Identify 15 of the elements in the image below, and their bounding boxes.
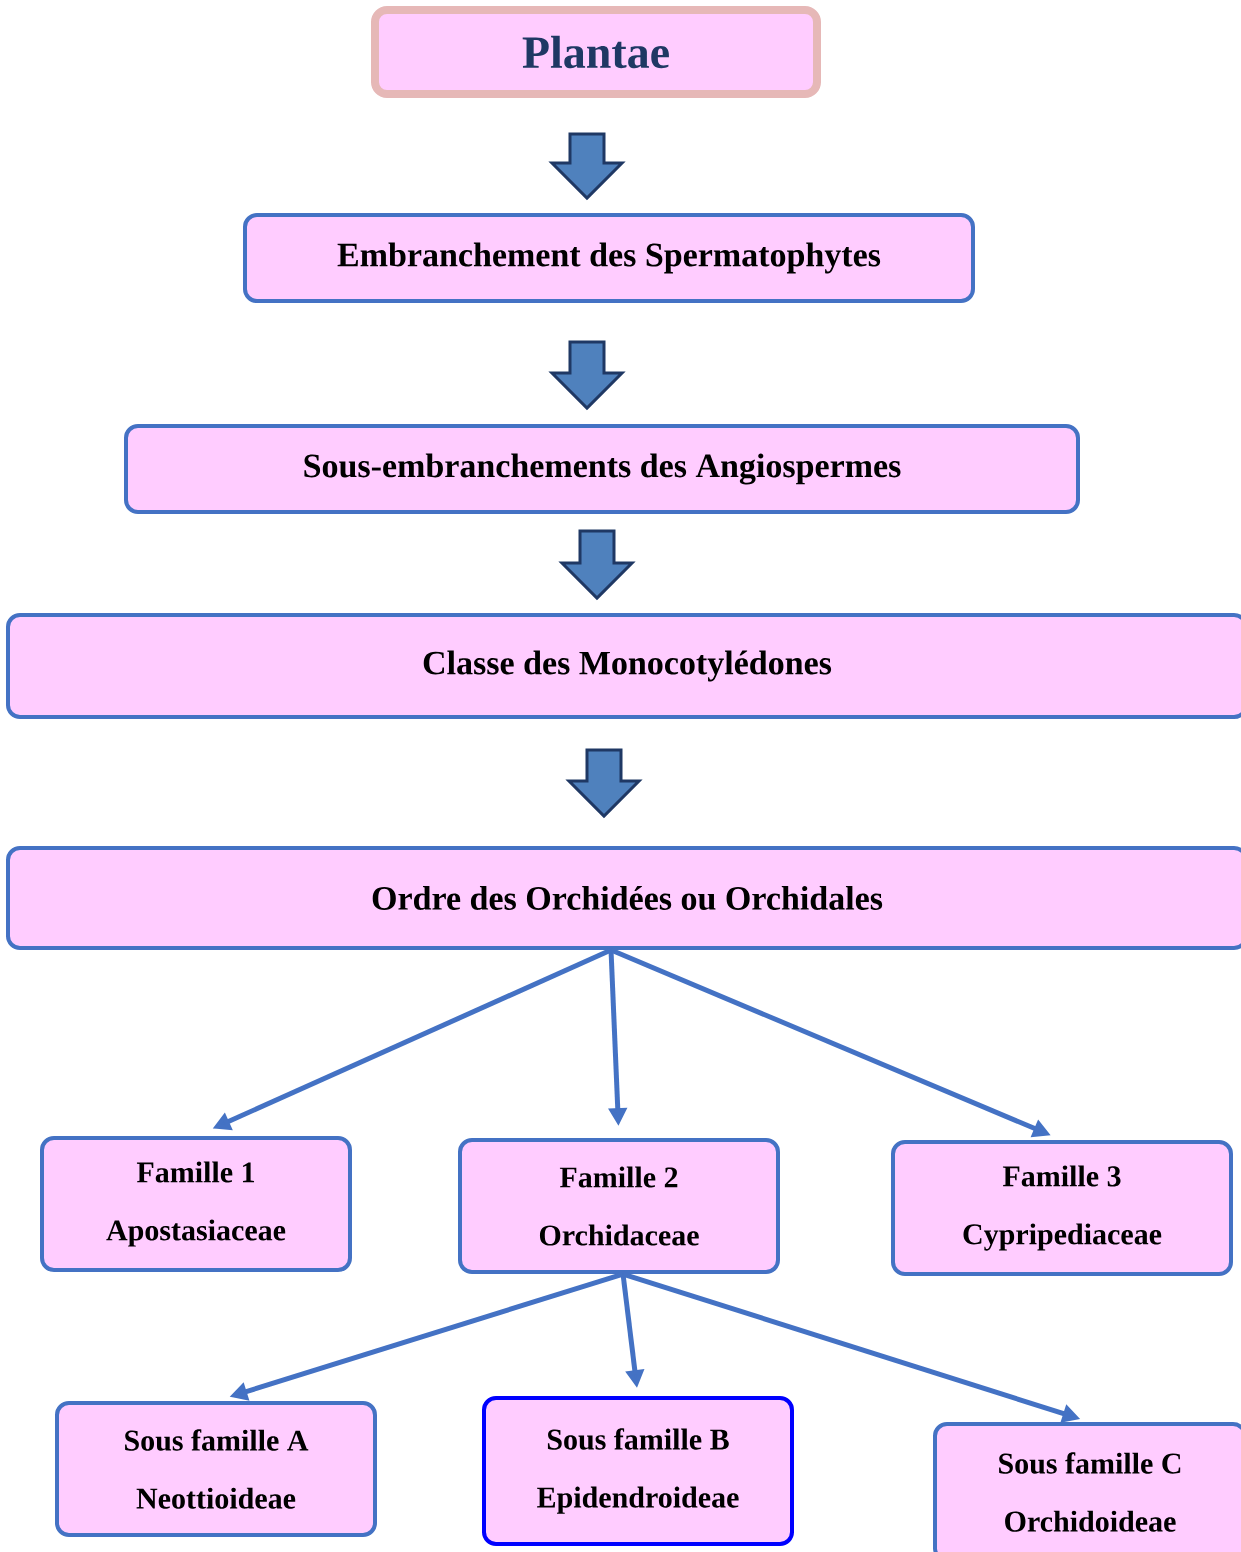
taxon-box: Sous famille A Neottioideae [55,1401,377,1537]
taxon-box: Sous famille C Orchidoideae [933,1422,1241,1552]
taxon-box: Classe des Monocotylédones [6,613,1241,719]
taxon-box: Famille 2 Orchidaceae [458,1138,780,1274]
taxon-box: Famille 3 Cypripediaceae [891,1140,1233,1276]
taxon-box: Embranchement des Spermatophytes [243,213,975,303]
block-arrow [558,529,636,601]
block-arrow [548,132,626,201]
title-box: Plantae [371,6,821,98]
taxon-box: Ordre des Orchidées ou Orchidales [6,846,1241,950]
block-arrow [548,340,626,411]
block-arrow [565,748,643,819]
taxon-box: Sous famille B Epidendroideae [482,1396,794,1546]
taxon-box: Famille 1 Apostasiaceae [40,1136,352,1272]
taxon-box: Sous-embranchements des Angiospermes [124,424,1080,514]
